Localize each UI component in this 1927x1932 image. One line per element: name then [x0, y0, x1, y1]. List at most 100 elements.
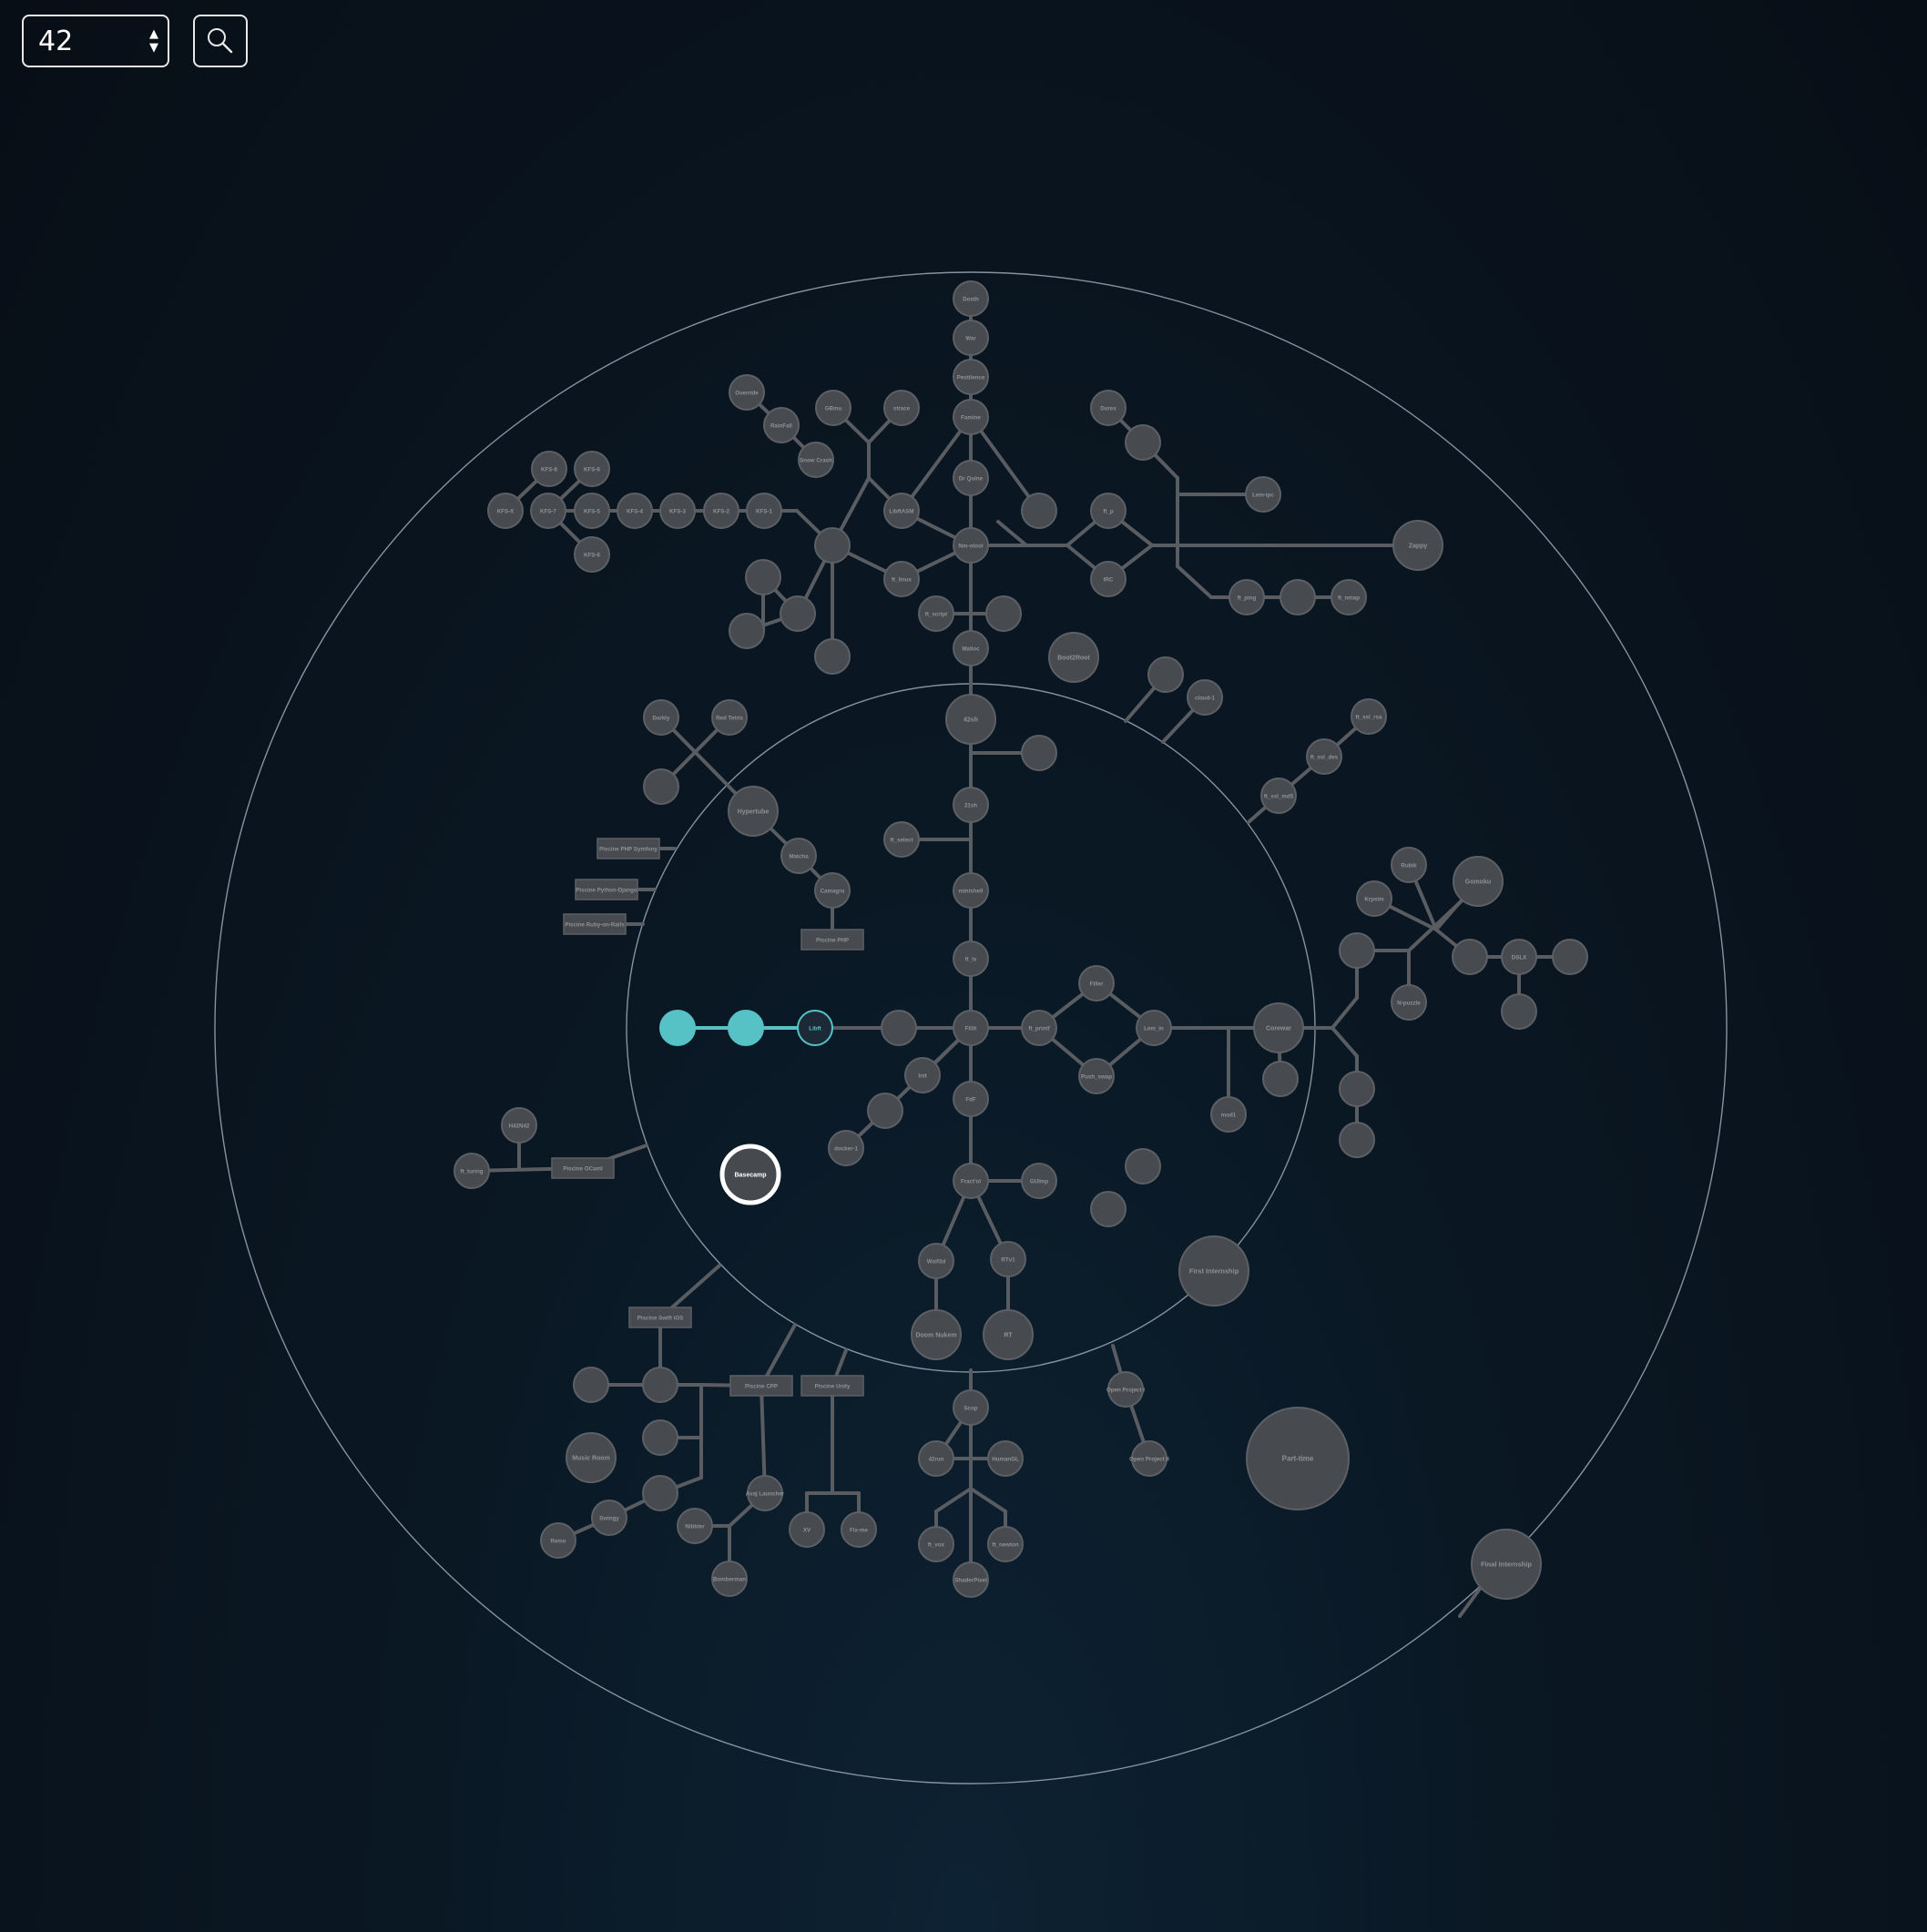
project-node-dslx[interactable]: DSLX [1501, 939, 1537, 975]
project-node-ftp[interactable]: ft_p [1090, 493, 1127, 529]
project-node-kfs8[interactable]: KFS-8 [531, 451, 567, 487]
project-node-ftlinux[interactable]: ft_linux [883, 561, 920, 597]
project-node-nibbler[interactable]: Nibbler [677, 1508, 713, 1544]
project-node-ftvox[interactable]: ft_vox [918, 1526, 954, 1562]
project-node-docker1[interactable]: docker-1 [828, 1130, 864, 1166]
project-node-gbmu[interactable]: GBmu [815, 390, 851, 426]
project-node-ftnewton[interactable]: ft_newton [987, 1526, 1024, 1562]
project-node-init[interactable]: Init [904, 1057, 941, 1093]
project-node-firstinternship[interactable]: First Internship [1178, 1235, 1249, 1307]
project-node-42sh[interactable]: 42sh [945, 694, 996, 745]
project-node[interactable] [642, 1367, 678, 1403]
project-node-getnextline[interactable] [881, 1010, 917, 1046]
project-node-corewar[interactable]: Corewar [1253, 1002, 1304, 1053]
project-node-rainfall[interactable]: RainFall [763, 407, 800, 443]
project-node-parttime[interactable]: Part-time [1246, 1407, 1350, 1510]
project-node[interactable] [780, 595, 816, 632]
project-node-ftping[interactable]: ft_ping [1229, 579, 1265, 615]
project-node[interactable] [1262, 1061, 1299, 1097]
project-node[interactable] [1452, 939, 1488, 975]
project-node-ftsslrsa[interactable]: ft_ssl_rsa [1351, 698, 1387, 735]
project-node-openprojecti[interactable]: Open Project I [1106, 1371, 1145, 1408]
project-node-ftturing[interactable]: ft_turing [454, 1153, 490, 1189]
project-node-kfs1[interactable]: KFS-1 [746, 493, 782, 529]
project-node-rubik[interactable]: Rubik [1391, 847, 1427, 883]
project-node-ntpuzzle[interactable]: N-puzzle [1391, 984, 1427, 1021]
project-node-filler[interactable]: Filler [1078, 965, 1115, 1002]
project-node-h42n42[interactable]: H42N42 [501, 1107, 537, 1144]
project-node-camagru[interactable]: Camagru [814, 872, 851, 909]
project-node[interactable] [867, 1093, 903, 1129]
project-node-ftprintf[interactable]: ft_printf [1021, 1010, 1057, 1046]
project-node-kfs6[interactable]: KFS-6 [574, 536, 610, 573]
project-node-finalinternship[interactable]: Final Internship [1471, 1529, 1542, 1600]
project-node[interactable] [643, 768, 679, 805]
project-node-durex[interactable]: Durex [1090, 390, 1127, 426]
project-node-42run[interactable]: 42run [918, 1440, 954, 1477]
project-node[interactable] [642, 1475, 678, 1511]
project-node-drquine[interactable]: Dr Quine [953, 460, 989, 496]
project-node-ftsslmd5[interactable]: ft_ssl_md5 [1260, 778, 1297, 814]
project-node-minitalk[interactable] [1021, 493, 1057, 529]
project-node[interactable] [573, 1367, 609, 1403]
project-node-fixme[interactable]: Fix-me [841, 1511, 877, 1548]
project-node-kfs4[interactable]: KFS-4 [617, 493, 653, 529]
project-node-kfs6b[interactable]: KFS-6 [574, 451, 610, 487]
project-node-pushswap[interactable]: Push_swap [1078, 1058, 1115, 1094]
project-node[interactable] [1125, 424, 1161, 461]
project-node-swingy[interactable]: Swingy [591, 1500, 627, 1536]
project-node[interactable] [1339, 932, 1375, 969]
project-node-kfs7[interactable]: KFS-7 [530, 493, 566, 529]
project-node-zappy[interactable]: Zappy [1392, 520, 1443, 571]
project-node-kfs2[interactable]: KFS-2 [703, 493, 739, 529]
project-node-piscinephp[interactable]: Piscine PHP [800, 929, 864, 951]
project-node-avajlauncher[interactable]: Avaj Launcher [746, 1475, 785, 1511]
project-node-mod1[interactable]: mod1 [1210, 1096, 1247, 1133]
project-node-ftnmap[interactable]: ft_nmap [1331, 579, 1367, 615]
project-node[interactable] [1552, 939, 1588, 975]
project-node-musicroom[interactable]: Music Room [566, 1432, 617, 1483]
project-node[interactable] [1339, 1071, 1375, 1107]
project-node-malloc[interactable]: Malloc [953, 630, 989, 666]
project-node-ftls[interactable]: ft_ls [953, 941, 989, 977]
project-node-fttraceroute[interactable] [1280, 579, 1316, 615]
project-node-ftssldes[interactable]: ft_ssl_des [1306, 738, 1342, 775]
project-node-dslr[interactable] [814, 527, 851, 564]
project-node-xv[interactable]: XV [789, 1511, 825, 1548]
project-node-famine[interactable]: Famine [953, 399, 989, 435]
project-node-kfsx[interactable]: KFS-X [487, 493, 524, 529]
project-node-boot2root[interactable]: Boot2Root [1048, 632, 1099, 683]
project-node-krpsim[interactable]: Krpsim [1356, 880, 1392, 917]
project-node-piscinerubyonrails[interactable]: Piscine Ruby-on-Rails [563, 913, 627, 935]
project-node-override[interactable]: Override [729, 374, 765, 411]
project-node-piscinecpp[interactable]: Piscine CPP [729, 1375, 793, 1397]
project-node[interactable] [814, 638, 851, 675]
project-node-piscineocaml[interactable]: Piscine OCaml [551, 1157, 615, 1179]
project-node-piscinephpsymfony[interactable]: Piscine PHP Symfony [596, 838, 660, 859]
project-node-libft[interactable]: Libft [797, 1010, 833, 1046]
project-node-war[interactable]: War [953, 320, 989, 356]
project-node[interactable] [745, 559, 781, 595]
project-node[interactable] [1339, 1122, 1375, 1158]
project-node-current[interactable]: Basecamp [719, 1144, 781, 1205]
project-node[interactable] [985, 595, 1022, 632]
project-node-pestilence[interactable]: Pestilence [953, 359, 989, 395]
project-node-kfs3[interactable]: KFS-3 [659, 493, 696, 529]
search-button[interactable] [193, 15, 248, 67]
project-node-piscineunity[interactable]: Piscine Unity [800, 1375, 864, 1397]
project-node-minishell[interactable]: minishell [953, 872, 989, 909]
project-node-21sh[interactable]: 21sh [953, 787, 989, 823]
project-node-hypertube[interactable]: Hypertube [728, 786, 779, 837]
project-node-fdf[interactable]: FdF [953, 1081, 989, 1117]
project-node-rendu[interactable]: Remo [540, 1522, 576, 1559]
project-node-fractol[interactable]: Fract'ol [953, 1163, 989, 1199]
project-node-ftscript[interactable]: ft_script [918, 595, 954, 632]
project-node-wolf3d[interactable]: Wolf3d [918, 1243, 954, 1279]
project-node-guimp[interactable]: GUImp [1021, 1163, 1057, 1199]
project-node[interactable] [1125, 1148, 1161, 1185]
project-node[interactable] [1090, 1191, 1127, 1227]
project-node-darkly[interactable]: Darkly [643, 699, 679, 736]
project-node-redtetris[interactable]: Red Tetris [711, 699, 748, 736]
project-node-irc[interactable]: IRC [1090, 561, 1127, 597]
project-node[interactable] [659, 1010, 696, 1046]
